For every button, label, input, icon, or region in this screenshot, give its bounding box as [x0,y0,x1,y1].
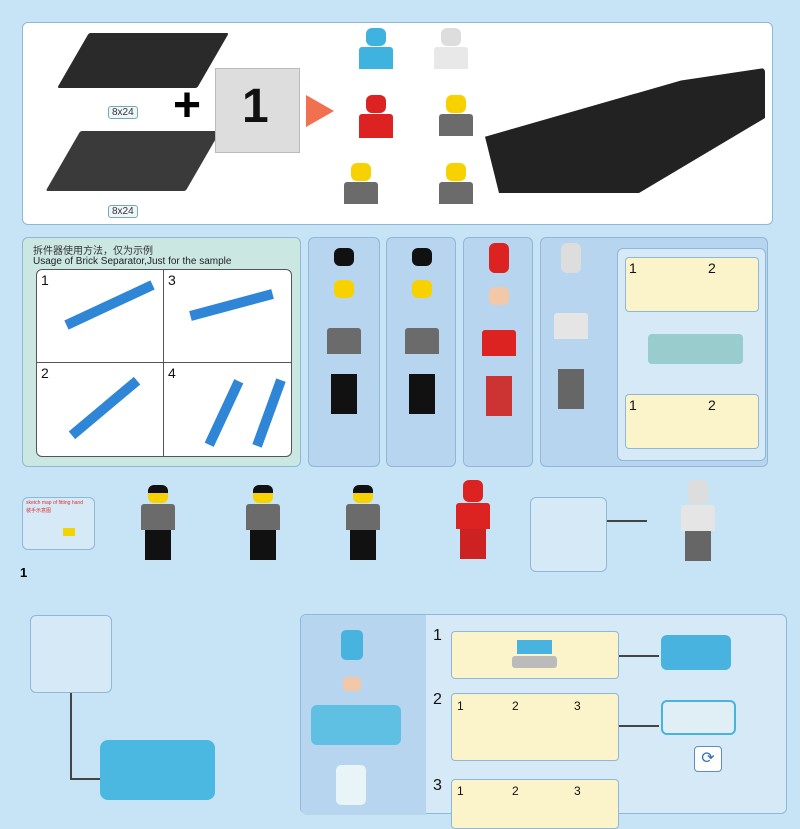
minifig-completed [245,485,281,560]
step-number: 1 [457,784,464,798]
weapon-sprue-panel [530,497,607,572]
separator-step: 1 [37,270,164,363]
separator-step: 4 [164,363,291,456]
substep-box: 1 2 3 [451,779,619,829]
step-number: 2 [512,784,519,798]
arrow [70,778,100,780]
separator-steps-grid: 1 3 2 4 [36,269,292,457]
step-number: 3 [168,272,176,288]
separator-title-en: Usage of Brick Separator,Just for the sa… [33,256,232,267]
minifig-assembly-1 [308,237,380,467]
minifig-completed [455,480,491,559]
substep-box: 1 2 3 [451,693,619,761]
step-number: 1 [457,699,464,713]
step-number: 1 [20,565,28,580]
minifig-completed [680,480,716,561]
baseplate-top [57,33,229,88]
plate-size-label: 8x24 [108,106,138,119]
vehicle-model [485,68,765,193]
baseplate-bottom [45,131,221,191]
sub-build-column [301,615,426,815]
step-number: 3 [433,777,442,794]
weapon-sprue-panel [30,615,112,693]
separator-title-cn: 拆件器使用方法，仅为示例 [33,246,153,257]
step-number: 2 [708,397,716,413]
minifig-black [343,163,379,204]
step-number: 3 [574,784,581,798]
step-number: 2 [433,691,442,708]
step-number: 1 [629,397,637,413]
arrow [607,520,647,522]
brick-separator-panel: 拆件器使用方法，仅为示例 Usage of Brick Separator,Ju… [22,237,301,467]
assembled-part [661,700,736,735]
sketch-map-panel: sketch map of fitting hand 装手示意图 [22,497,95,550]
sub-build-panel: 1 2 1 2 3 ⟳ 3 1 2 3 [300,614,787,829]
blue-vehicle-part [100,740,215,800]
minifig-assembly-3 [463,237,533,467]
step-number: 4 [168,365,176,381]
step-number: 1 [629,260,637,276]
arrow [619,725,659,727]
refresh-icon: ⟳ [694,746,722,772]
step-number: 2 [708,260,716,276]
assembled-part [661,635,731,670]
minifig-red [358,95,394,138]
sketch-title-en: sketch map of fitting hand [26,500,83,506]
bag-number: 1 [242,80,269,133]
step-number: 1 [41,272,49,288]
step-number: 2 [41,365,49,381]
separator-step: 2 [37,363,164,456]
plate-size-label: 8x24 [108,205,138,218]
sketch-title-cn: 装手示意图 [26,508,52,514]
parts-bag: 1 [215,68,300,153]
minifig-white [433,28,469,69]
step-number: 1 [433,627,442,644]
minifig-completed [345,485,381,560]
arrow [619,655,659,657]
arrow [70,693,72,778]
minifig-black [438,95,474,136]
separator-step: 3 [164,270,291,363]
backpack-part [648,334,743,364]
minifig-blue [358,28,394,69]
step-number: 2 [512,699,519,713]
minifig-black [438,163,474,204]
minifig-assembly-2 [386,237,456,467]
arrow-right-icon [306,95,334,127]
plus-sign: + [173,79,202,132]
minifig-completed [140,485,176,560]
step-number: 3 [574,699,581,713]
parts-overview-panel: 8x24 8x24 + 1 [22,22,773,225]
substep-box [451,631,619,679]
